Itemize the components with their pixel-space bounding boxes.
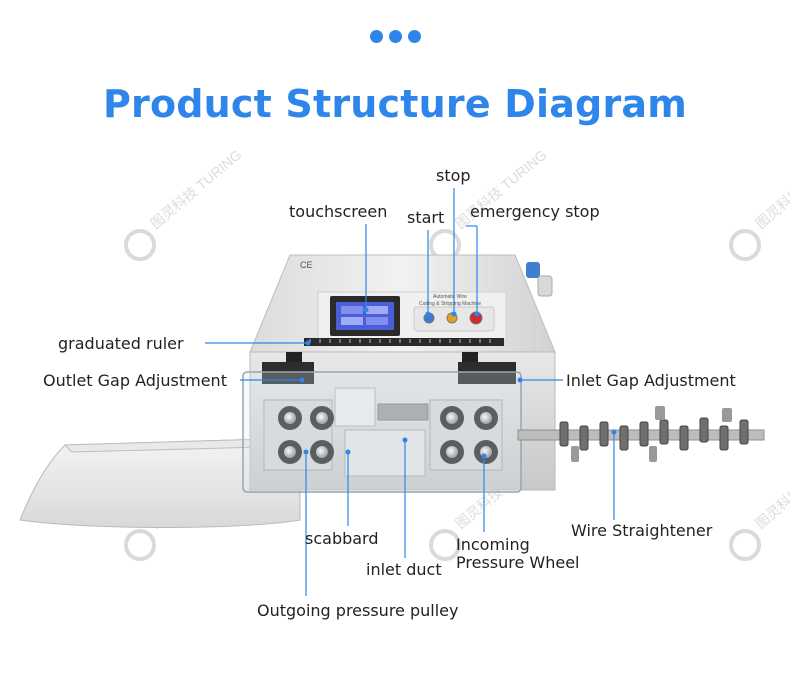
outlet-clamp [286,352,302,362]
dot-icon [408,30,421,43]
watermark-text: 图灵科技 TURING [147,146,244,231]
page-title: Product Structure Diagram [102,82,688,126]
watermark-text: 图灵科技 TURING [752,146,790,231]
ruler-strip [304,338,504,346]
transparent-cover [242,371,522,493]
label-touchscreen: touchscreen [289,202,388,221]
label-stop: stop [436,166,471,185]
label-pressure-wheel: Pressure Wheel [456,553,580,572]
label-outgoing-pressure-pulley: Outgoing pressure pulley [257,601,459,620]
label-outlet-gap-adjustment: Outlet Gap Adjustment [43,371,227,390]
screen-tile [366,306,388,314]
screen-tile [366,317,388,325]
label-inlet-gap-adjustment: Inlet Gap Adjustment [566,371,736,390]
blade-block [334,387,376,427]
watermark-text: 图灵科技 TURING [752,446,790,531]
inlet-clamp [462,352,478,362]
blade-holder [377,403,429,421]
label-incoming: Incoming [456,535,530,554]
straightener-rollers [559,417,749,451]
air-fitting-body [537,275,553,297]
label-emergency-stop: emergency stop [470,202,600,221]
straightener-knobs [571,406,732,462]
dot-icon [389,30,402,43]
air-fitting [526,262,540,278]
label-scabbard: scabbard [305,529,379,548]
discharge-tray [19,437,301,528]
label-start: start [407,208,445,227]
label-wire-straightener: Wire Straightener [571,521,713,540]
callout-lines [205,188,615,596]
decorative-dots [370,30,422,44]
outgoing-pressure-pulley [278,406,334,464]
dot-icon [370,30,383,43]
label-graduated-ruler: graduated ruler [58,334,184,353]
ruler-ticks [309,339,491,343]
panel-text-2: Cutting & Stripping Machine [419,301,481,307]
inlet-gap-knob-block [458,362,516,384]
screen-tile [341,306,363,314]
ce-mark: CE [300,260,313,270]
panel-text-1: Automatic Wire [433,294,467,300]
scabbard-plate [344,429,426,477]
screen-tile [341,317,363,325]
label-inlet-duct: inlet duct [366,560,442,579]
callout-dots [299,307,617,459]
